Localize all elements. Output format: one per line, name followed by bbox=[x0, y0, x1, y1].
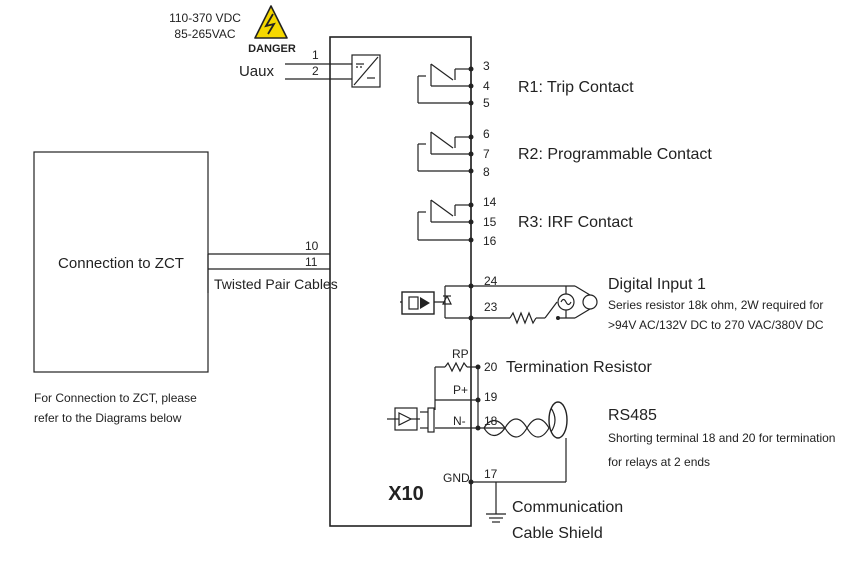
pin-17-label: 17 bbox=[484, 467, 498, 481]
relay-r3-label: R3: IRF Contact bbox=[518, 214, 633, 231]
pin-14-label: 14 bbox=[483, 195, 497, 209]
termination-resistor bbox=[434, 361, 481, 410]
pin-5-label: 5 bbox=[483, 96, 490, 110]
voltage-ac-label: 85-265VAC bbox=[174, 27, 235, 41]
shield-label-line-1: Communication bbox=[512, 499, 623, 516]
relay-r3-contact bbox=[417, 199, 474, 243]
pin-19-label: 19 bbox=[484, 390, 498, 404]
rp-label: RP bbox=[452, 347, 469, 361]
gnd-label: GND bbox=[443, 471, 470, 485]
pin-15-label: 15 bbox=[483, 215, 497, 229]
digital-input-title: Digital Input 1 bbox=[608, 276, 706, 293]
pin-2-label: 2 bbox=[312, 64, 319, 78]
zct-note-line-2: refer to the Diagrams below bbox=[34, 411, 182, 425]
pin-6-label: 6 bbox=[483, 127, 490, 141]
danger-warning-icon bbox=[254, 5, 288, 39]
twisted-pair-cable bbox=[483, 401, 568, 483]
device-name: X10 bbox=[388, 483, 424, 505]
n-minus-label: N- bbox=[453, 414, 466, 428]
device-x10-box bbox=[329, 36, 472, 527]
pin-23-label: 23 bbox=[484, 300, 498, 314]
danger-label: DANGER bbox=[248, 43, 296, 55]
pin-20-label: 20 bbox=[484, 360, 498, 374]
pin-7-label: 7 bbox=[483, 147, 490, 161]
pin-24-label: 24 bbox=[484, 274, 498, 288]
relay-r2-contact bbox=[417, 131, 474, 174]
pin-10-label: 10 bbox=[305, 239, 319, 253]
pin-11-label: 11 bbox=[305, 255, 318, 269]
digital-input-note-line-2: >94V AC/132V DC to 270 VAC/380V DC bbox=[608, 318, 824, 332]
relay-r1-contact bbox=[417, 63, 474, 106]
pin-8-label: 8 bbox=[483, 165, 490, 179]
pin-4-label: 4 bbox=[483, 79, 490, 93]
rs485-note-line-1: Shorting terminal 18 and 20 for terminat… bbox=[608, 431, 835, 445]
voltage-dc-label: 110-370 VDC bbox=[169, 11, 241, 25]
dc-dc-converter-icon bbox=[351, 54, 381, 88]
rs485-transceiver-icon bbox=[387, 407, 420, 431]
pin-1-label: 1 bbox=[312, 48, 319, 62]
pin-16-label: 16 bbox=[483, 234, 497, 248]
digital-input-note-line-1: Series resistor 18k ohm, 2W required for bbox=[608, 298, 823, 312]
uaux-label: Uaux bbox=[239, 63, 275, 80]
termination-resistor-label: Termination Resistor bbox=[506, 359, 653, 376]
rs485-note-line-2: for relays at 2 ends bbox=[608, 455, 710, 469]
relay-r1-label: R1: Trip Contact bbox=[518, 79, 634, 96]
pin-18-label: 18 bbox=[484, 414, 498, 428]
ground-symbol-icon bbox=[468, 479, 506, 523]
twisted-pair-label: Twisted Pair Cables bbox=[214, 276, 338, 292]
shield-label-line-2: Cable Shield bbox=[512, 525, 603, 542]
rs485-interface bbox=[420, 367, 505, 433]
p-plus-label: P+ bbox=[453, 383, 468, 397]
zct-note-line-1: For Connection to ZCT, please bbox=[34, 391, 197, 405]
pin-3-label: 3 bbox=[483, 59, 490, 73]
rs485-title: RS485 bbox=[608, 407, 657, 424]
relay-r2-label: R2: Programmable Contact bbox=[518, 146, 712, 163]
digital-input-optocoupler bbox=[400, 283, 598, 325]
zct-box-label: Connection to ZCT bbox=[58, 255, 184, 272]
